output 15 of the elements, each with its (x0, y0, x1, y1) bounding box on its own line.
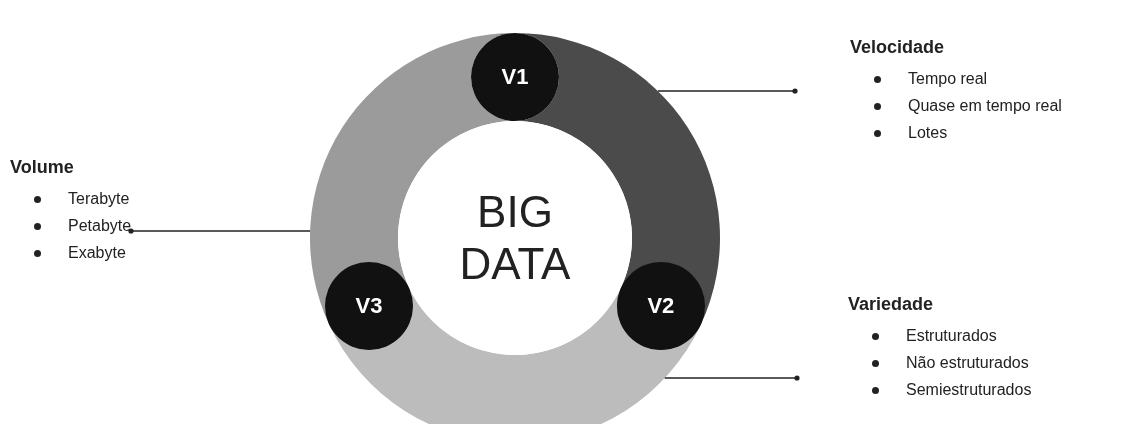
bullet-item: Semiestruturados (848, 376, 1032, 403)
bullet-item: Não estruturados (848, 349, 1032, 376)
leader-line (657, 88, 798, 94)
heading: Velocidade (850, 36, 946, 59)
bullet-item: Lotes (850, 119, 1062, 146)
heading: Variedade (848, 293, 935, 316)
bullet-item: Exabyte (10, 239, 132, 266)
bullet-item: Quase em tempo real (850, 92, 1062, 119)
bullet-item: Estruturados (848, 322, 1032, 349)
bullet-item: Terabyte (10, 185, 132, 212)
heading: Volume (10, 156, 75, 179)
leader-line (664, 375, 800, 381)
bullet-item: Petabyte (10, 212, 132, 239)
leader-line (128, 228, 311, 234)
bullet-item: Tempo real (850, 65, 1062, 92)
